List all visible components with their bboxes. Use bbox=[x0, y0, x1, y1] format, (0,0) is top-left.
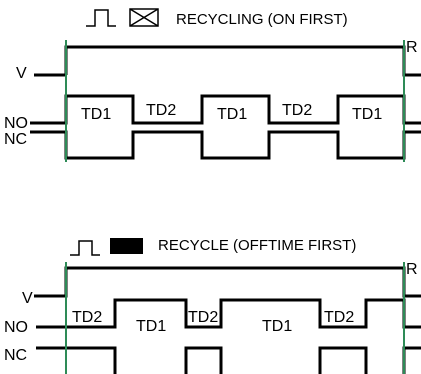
v-signal bbox=[34, 266, 421, 298]
reset-label: R bbox=[406, 39, 418, 56]
reset-label: R bbox=[406, 261, 418, 278]
diagram1-title: RECYCLING (ON FIRST) bbox=[176, 11, 348, 28]
no-signal bbox=[36, 298, 421, 329]
interval-label: TD2 bbox=[146, 102, 176, 119]
filled-box-icon bbox=[110, 238, 143, 254]
nc-label: NC bbox=[4, 131, 27, 148]
interval-label: TD2 bbox=[282, 102, 312, 119]
nc-signal bbox=[36, 346, 421, 374]
interval-label: TD1 bbox=[262, 318, 292, 335]
no-label: NO bbox=[4, 115, 28, 132]
diagram2-title: RECYCLE (OFFTIME FIRST) bbox=[158, 237, 356, 254]
no-signal bbox=[30, 94, 421, 125]
crossed-box-icon bbox=[129, 8, 159, 27]
interval-label: TD1 bbox=[352, 106, 382, 123]
diagram-recycle-offtime-first: RECYCLE (OFFTIME FIRST) V R NO NC TD2 TD… bbox=[4, 237, 421, 374]
v-label: V bbox=[22, 290, 33, 307]
interval-label: TD1 bbox=[217, 106, 247, 123]
nc-signal bbox=[30, 130, 421, 160]
pulse-icon bbox=[86, 9, 116, 27]
interval-label: TD2 bbox=[72, 309, 102, 326]
interval-label: TD1 bbox=[136, 318, 166, 335]
v-label: V bbox=[16, 65, 27, 82]
interval-label: TD2 bbox=[324, 309, 354, 326]
diagram-recycling-on-first: RECYCLING (ON FIRST) V R NO NC TD1 TD2 T… bbox=[4, 8, 421, 162]
interval-label: TD1 bbox=[81, 106, 111, 123]
nc-label: NC bbox=[4, 347, 27, 364]
interval-label: TD2 bbox=[188, 309, 218, 326]
pulse-icon bbox=[70, 240, 100, 256]
no-label: NO bbox=[4, 319, 28, 336]
v-signal bbox=[34, 45, 421, 77]
